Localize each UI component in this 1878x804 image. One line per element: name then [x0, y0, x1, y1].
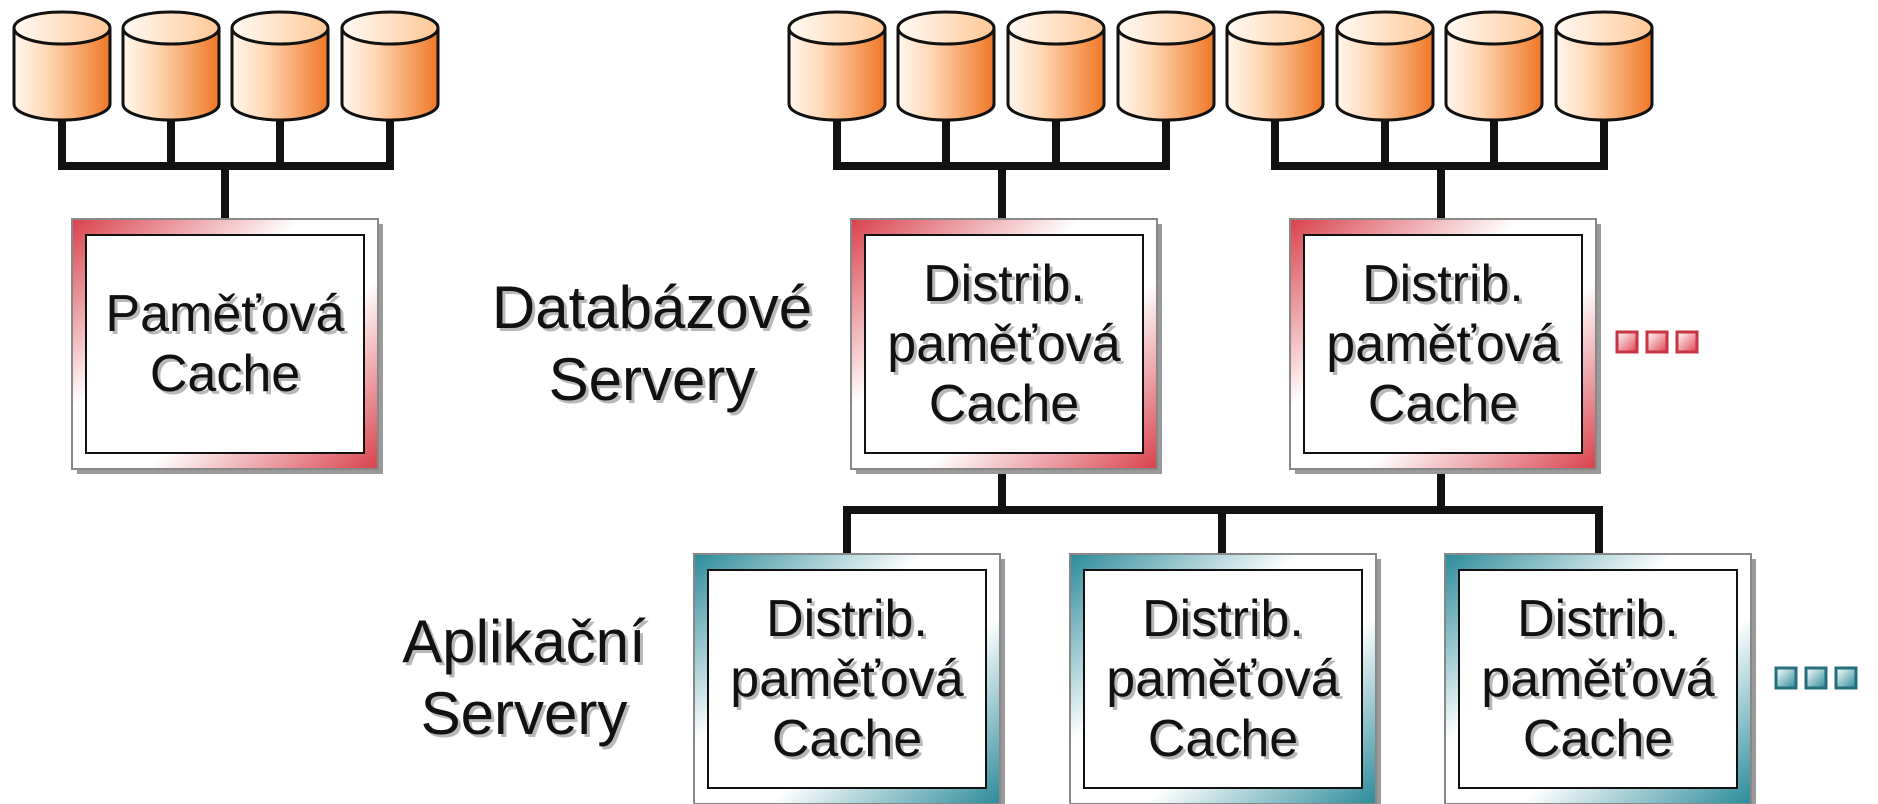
box-text-line: Distrib. — [1362, 255, 1524, 313]
box-text-line: paměťová — [730, 650, 963, 708]
box-text-line: Distrib. — [766, 590, 928, 648]
box-text-shadow: paměťová — [1109, 653, 1342, 711]
ellipsis-dot — [1645, 330, 1669, 354]
box-text-shadow: Cache — [1151, 713, 1301, 771]
database-cylinder-icon — [1335, 10, 1435, 122]
database-cylinder-icon — [230, 10, 330, 122]
box-text-shadow: Distrib. — [769, 593, 931, 651]
app-distributed-cache-box: Distrib.Distrib.paměťovápaměťováCacheCac… — [693, 553, 1005, 804]
box-text-shadow: Cache — [775, 713, 925, 771]
db-distributed-cache-box: Distrib.Distrib.paměťovápaměťováCacheCac… — [1289, 218, 1601, 474]
box-text-line: Distrib. — [1517, 590, 1679, 648]
database-cylinder-icon — [1554, 10, 1654, 122]
box-text-shadow: Distrib. — [1365, 258, 1527, 316]
label-shadow: Servery — [552, 349, 759, 416]
db-distributed-cache-box: Distrib.Distrib.paměťovápaměťováCacheCac… — [850, 218, 1162, 474]
box-text-line: paměťová — [1481, 650, 1714, 708]
label-shadow: Aplikační — [405, 611, 649, 678]
box-text-shadow: paměťová — [1329, 318, 1562, 376]
box-text-line: Cache — [929, 375, 1079, 433]
box-text-line: Distrib. — [1142, 590, 1304, 648]
ellipsis-dot — [1675, 330, 1699, 354]
app-distributed-cache-box: Distrib.Distrib.paměťovápaměťováCacheCac… — [1069, 553, 1381, 804]
box-text-line: paměťová — [887, 315, 1120, 373]
label-shadow: Servery — [424, 683, 631, 750]
ellipsis-dot — [1615, 330, 1639, 354]
box-text-shadow: paměťová — [1484, 653, 1717, 711]
label-line: Servery — [549, 346, 756, 413]
database-cylinder-icon — [1116, 10, 1216, 122]
box-text-shadow: Cache — [153, 348, 303, 406]
box-text-line: Cache — [1523, 710, 1673, 768]
database-cylinder-icon — [896, 10, 996, 122]
database-cylinder-icon — [1006, 10, 1106, 122]
box-text-line: Cache — [150, 345, 300, 403]
connection-lines — [58, 111, 1608, 557]
box-text-line: Cache — [772, 710, 922, 768]
ellipsis-dot — [1834, 666, 1858, 690]
box-text-line: Distrib. — [923, 255, 1085, 313]
box-text-shadow: Cache — [1526, 713, 1676, 771]
box-text-line: paměťová — [1326, 315, 1559, 373]
box-text-shadow: Distrib. — [1520, 593, 1682, 651]
box-text-shadow: paměťová — [733, 653, 966, 711]
box-text-shadow: Distrib. — [1145, 593, 1307, 651]
box-text-line: Cache — [1148, 710, 1298, 768]
database-cylinder-icon — [12, 10, 112, 122]
more-db-servers-icon — [1615, 330, 1699, 354]
app-distributed-cache-box: Distrib.Distrib.paměťovápaměťováCacheCac… — [1444, 553, 1756, 804]
database-cylinder-icon — [1444, 10, 1544, 122]
label-shadow: Databázové — [495, 277, 815, 344]
label-line: Servery — [421, 680, 628, 747]
database-disks — [12, 10, 1654, 122]
ellipsis-dot — [1804, 666, 1828, 690]
cache-boxes: PaměťováPaměťováCacheCacheDistrib.Distri… — [71, 218, 1756, 804]
label-line: Aplikační — [402, 608, 646, 675]
box-text-shadow: Cache — [1371, 378, 1521, 436]
box-text-shadow: Distrib. — [926, 258, 1088, 316]
box-text-shadow: paměťová — [890, 318, 1123, 376]
box-text-shadow: Paměťová — [108, 288, 347, 346]
box-text-shadow: Cache — [932, 378, 1082, 436]
label-line: Databázové — [492, 274, 812, 341]
database-cylinder-icon — [121, 10, 221, 122]
database-cylinder-icon — [340, 10, 440, 122]
database-cylinder-icon — [1225, 10, 1325, 122]
ellipsis-dot — [1774, 666, 1798, 690]
box-text-line: Cache — [1368, 375, 1518, 433]
server-labels: DatabázovéDatabázovéServeryServeryAplika… — [402, 274, 815, 750]
more-app-servers-icon — [1774, 666, 1858, 690]
box-text-line: paměťová — [1106, 650, 1339, 708]
database-cylinder-icon — [787, 10, 887, 122]
box-text-line: Paměťová — [105, 285, 344, 343]
